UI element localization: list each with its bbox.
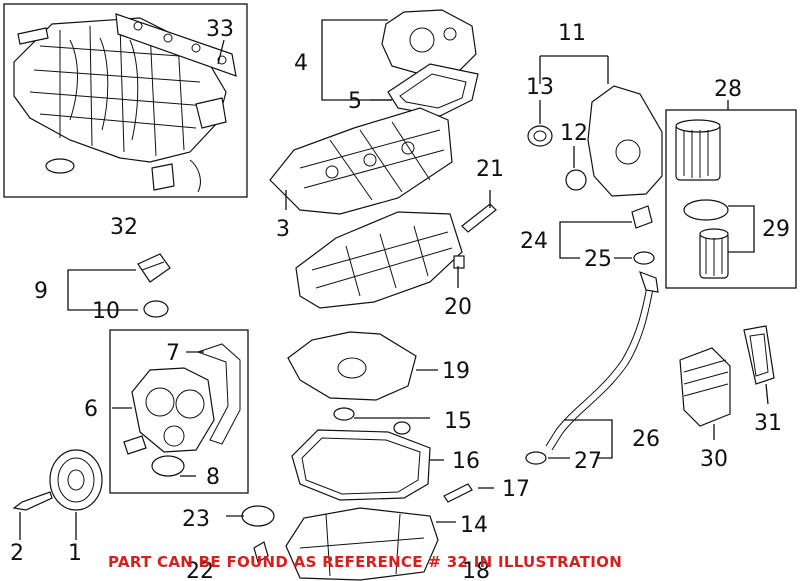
callout-22: 22 xyxy=(186,559,214,581)
cap-seal-ring[interactable] xyxy=(143,300,169,318)
callout-19: 19 xyxy=(442,359,470,384)
pulley-bolt[interactable] xyxy=(12,491,53,511)
rear-cover[interactable] xyxy=(587,85,663,197)
dipstick-tube[interactable] xyxy=(545,270,659,451)
callout-13: 13 xyxy=(526,75,554,100)
callout-9: 9 xyxy=(34,279,48,304)
oil-cooler[interactable] xyxy=(679,347,731,427)
callout-14: 14 xyxy=(460,513,488,538)
callout-33: 33 xyxy=(206,17,234,42)
callout-1: 1 xyxy=(68,541,82,566)
intake-manifold-gasket[interactable] xyxy=(115,13,237,77)
leader-31 xyxy=(765,383,769,405)
cover-seal[interactable] xyxy=(151,455,185,477)
callout-7: 7 xyxy=(166,341,180,366)
callout-3: 3 xyxy=(276,217,290,242)
valve-cover[interactable] xyxy=(269,107,453,215)
leader-9 xyxy=(67,269,138,311)
callout-25: 25 xyxy=(584,247,612,272)
callout-5: 5 xyxy=(348,89,362,114)
manifold-sensor[interactable] xyxy=(151,163,175,191)
leader-26 xyxy=(564,419,613,459)
cover-bolt[interactable] xyxy=(123,435,147,455)
timing-cover-upper[interactable] xyxy=(381,9,477,75)
callout-16: 16 xyxy=(452,449,480,474)
head-bolt-sensor[interactable] xyxy=(461,203,497,233)
callout-6: 6 xyxy=(84,397,98,422)
leader-24 xyxy=(559,221,632,259)
leader-29 xyxy=(728,205,755,253)
timing-cover-gasket[interactable] xyxy=(196,343,241,445)
timing-cover-box xyxy=(109,329,249,494)
callout-31: 31 xyxy=(754,411,782,436)
callout-30: 30 xyxy=(700,447,728,472)
drain-gasket[interactable] xyxy=(241,505,275,527)
callout-15: 15 xyxy=(444,409,472,434)
callout-29: 29 xyxy=(762,217,790,242)
reference-footnote: PART CAN BE FOUND AS REFERENCE # 32 IN I… xyxy=(108,553,623,571)
oring-15b[interactable] xyxy=(393,421,411,435)
oil-pump-baffle[interactable] xyxy=(287,331,417,401)
cover-gasket[interactable] xyxy=(387,63,479,117)
oil-filter-element[interactable] xyxy=(699,228,729,279)
sensor-oring[interactable] xyxy=(633,251,655,265)
callout-24: 24 xyxy=(520,229,548,254)
callout-10: 10 xyxy=(92,299,120,324)
manifold-seal-ring[interactable] xyxy=(45,158,75,174)
oring-15a[interactable] xyxy=(333,407,355,421)
head-plug[interactable] xyxy=(453,255,465,269)
leader-4 xyxy=(321,19,392,101)
leader-11 xyxy=(539,55,609,84)
callout-8: 8 xyxy=(206,465,220,490)
intake-manifold[interactable] xyxy=(13,17,227,163)
oil-filter-box xyxy=(665,109,797,289)
oil-filler-cap[interactable] xyxy=(137,253,171,283)
callout-23: 23 xyxy=(182,507,210,532)
leader-33 xyxy=(217,39,225,65)
seal-13[interactable] xyxy=(527,125,553,147)
callout-21: 21 xyxy=(476,157,504,182)
callout-17: 17 xyxy=(502,477,530,502)
cooler-gasket[interactable] xyxy=(743,325,775,385)
tube-oring[interactable] xyxy=(525,451,547,465)
cap-oring[interactable] xyxy=(683,199,729,221)
cylinder-head[interactable] xyxy=(295,211,463,309)
callout-12: 12 xyxy=(560,121,588,146)
callout-20: 20 xyxy=(444,295,472,320)
manifold-hose[interactable] xyxy=(189,159,201,193)
oil-pan-gasket[interactable] xyxy=(291,429,431,501)
callout-18: 18 xyxy=(462,559,490,581)
callout-2: 2 xyxy=(10,541,24,566)
callout-27: 27 xyxy=(574,449,602,474)
callout-32: 32 xyxy=(110,215,138,240)
crankshaft-pulley[interactable] xyxy=(49,449,103,511)
crank-seal[interactable] xyxy=(565,169,587,191)
filter-housing-cap[interactable] xyxy=(675,119,721,181)
drain-plug[interactable] xyxy=(253,541,269,563)
oil-pan[interactable] xyxy=(285,507,439,581)
intake-manifold-box xyxy=(3,3,248,198)
callout-4: 4 xyxy=(294,51,308,76)
callout-11: 11 xyxy=(558,21,586,46)
sealant-tube[interactable] xyxy=(443,483,473,503)
timing-cover[interactable] xyxy=(131,367,215,453)
callout-26: 26 xyxy=(632,427,660,452)
oil-level-sensor[interactable] xyxy=(631,205,653,229)
callout-28: 28 xyxy=(714,77,742,102)
